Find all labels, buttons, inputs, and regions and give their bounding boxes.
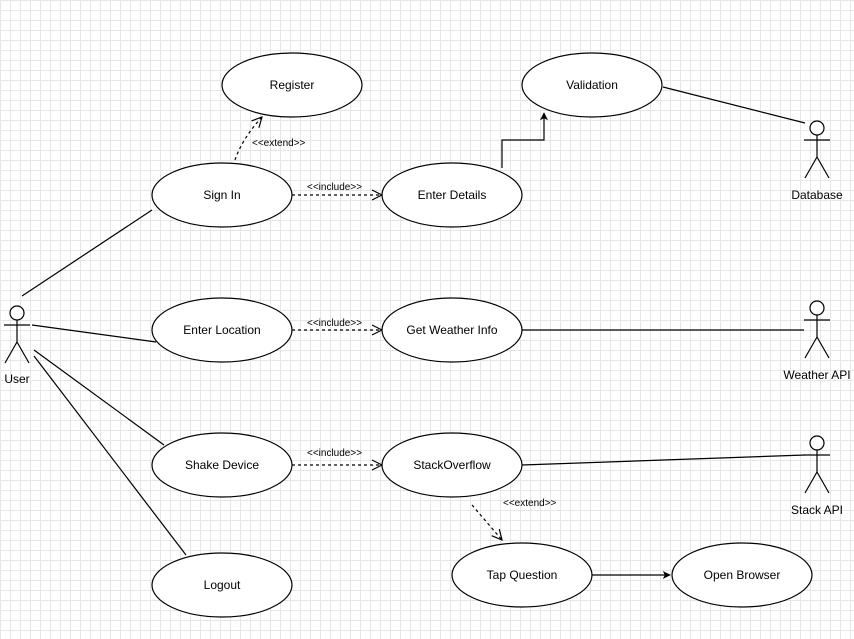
flow-details-validation [501,112,548,168]
actor-stack-api-label: Stack API [791,503,843,517]
use-case-sign-in-label: Sign In [203,188,240,202]
extend-stack-tap [471,504,502,540]
actor-user-icon[interactable] [4,305,30,364]
use-case-logout-label: Logout [204,578,241,592]
actor-database-icon[interactable] [804,120,830,179]
use-case-open-browser[interactable] [671,542,813,608]
use-case-stackoverflow-label: StackOverflow [413,458,491,472]
use-case-enter-details[interactable] [381,162,523,228]
label-shake-stack: <<include>> [307,448,362,459]
actor-weather-api-icon[interactable] [804,300,830,359]
assoc-user-logout [33,355,187,556]
use-case-get-weather-info[interactable] [381,297,523,363]
use-case-stackoverflow[interactable] [381,432,523,498]
use-case-shake-device-label: Shake Device [185,458,259,472]
assoc-validation-database [662,86,806,124]
use-case-enter-location-label: Enter Location [183,323,260,337]
use-case-enter-details-label: Enter Details [418,188,487,202]
use-case-shake-device[interactable] [151,432,293,498]
assoc-user-location [31,324,157,343]
use-case-register[interactable] [221,52,363,118]
actor-database-label: Database [791,188,843,202]
use-case-logout[interactable] [151,552,293,618]
actor-stack-api-icon[interactable] [804,435,830,494]
assoc-stack-api [521,454,806,466]
use-case-validation[interactable] [521,52,663,118]
use-case-validation-label: Validation [566,78,618,92]
actor-user-label: User [4,372,29,386]
assoc-user-signin [21,209,153,297]
label-location-weather: <<include>> [307,318,362,329]
label-signin-register: <<extend>> [252,138,306,149]
use-case-register-label: Register [270,78,315,92]
use-case-tap-question[interactable] [451,542,593,608]
use-case-enter-location[interactable] [151,297,293,363]
use-case-get-weather-info-label: Get Weather Info [406,323,497,337]
actor-weather-api-label: Weather API [783,368,850,382]
use-case-tap-question-label: Tap Question [487,568,558,582]
use-case-open-browser-label: Open Browser [704,568,781,582]
extend-signin-register [234,117,262,161]
assoc-user-shake [33,349,165,446]
use-case-sign-in[interactable] [151,162,293,228]
label-signin-details: <<include>> [307,182,362,193]
label-stack-tap: <<extend>> [503,498,557,509]
